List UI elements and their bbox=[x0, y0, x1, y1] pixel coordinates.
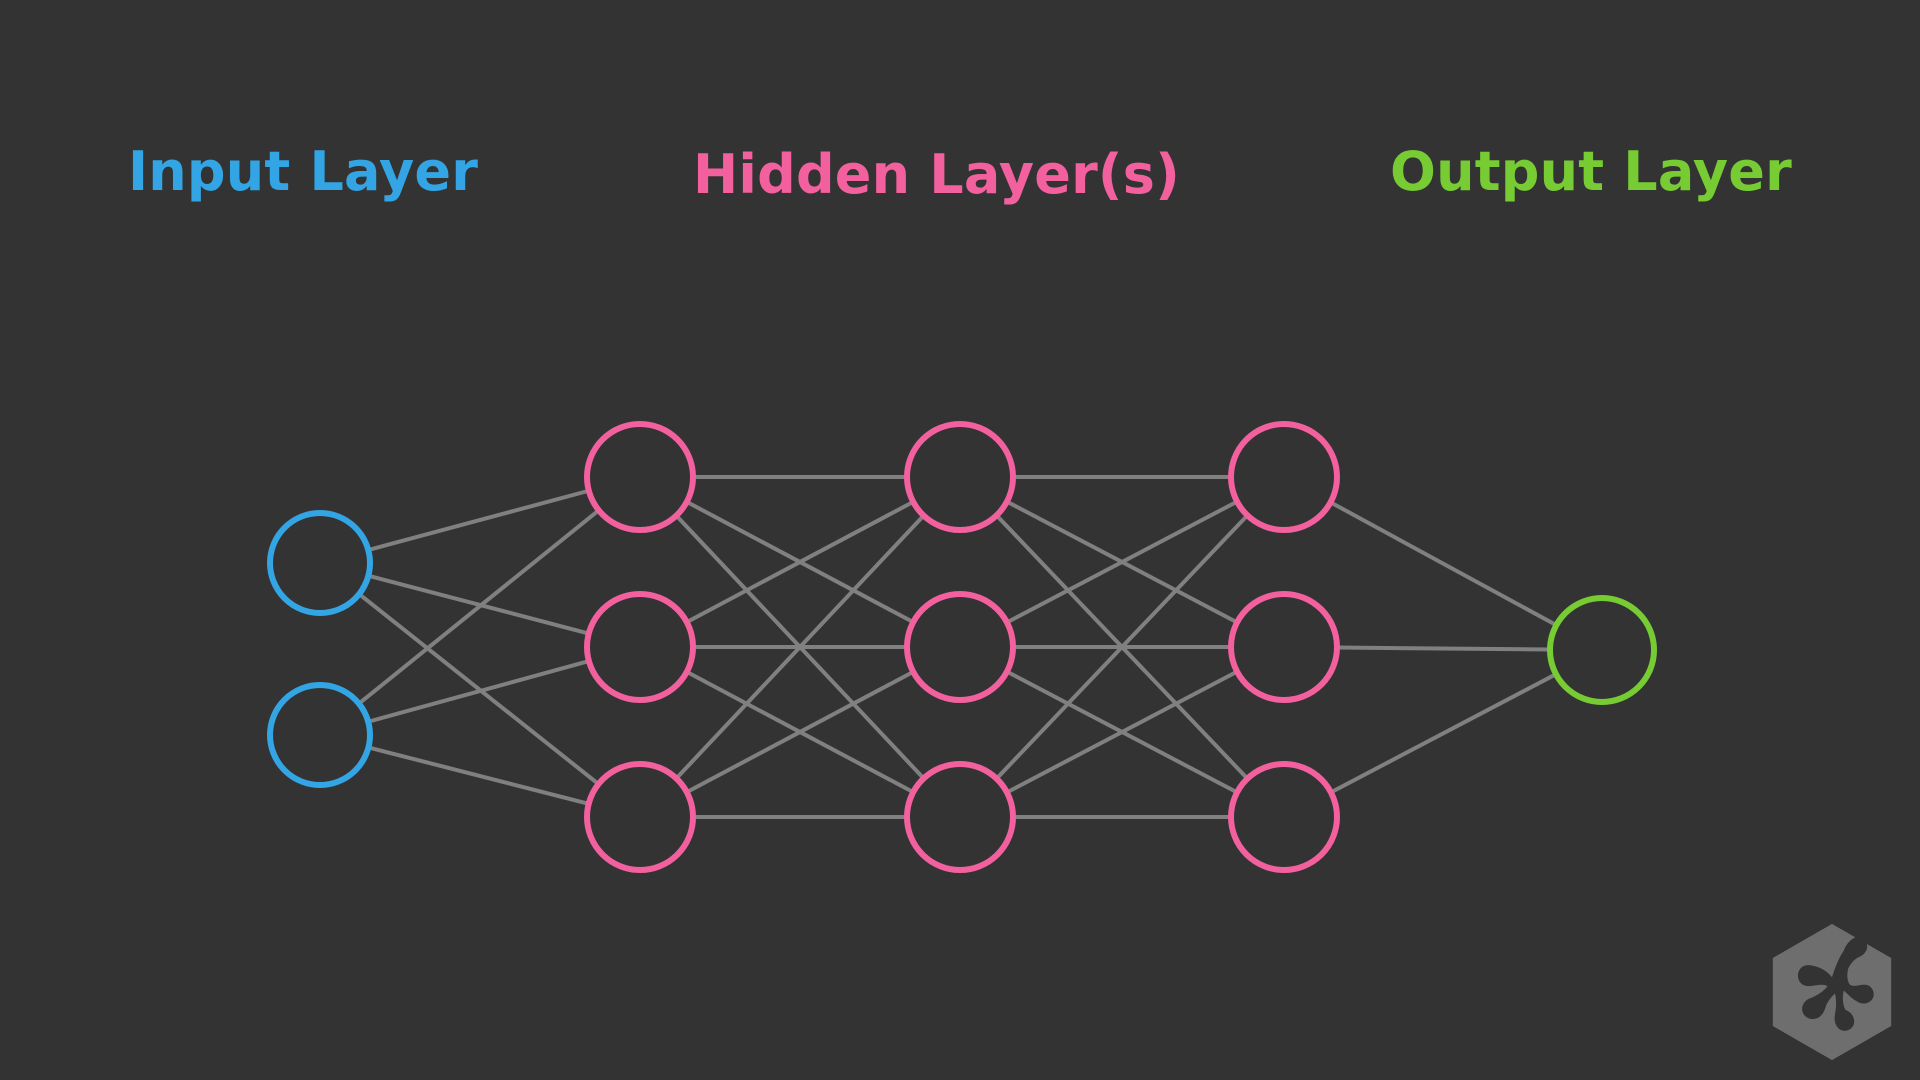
connection-edge bbox=[1329, 672, 1557, 795]
connection-edge bbox=[367, 488, 590, 552]
connection-edge bbox=[367, 659, 590, 724]
neuron-node-h3_3 bbox=[1228, 761, 1340, 873]
neuron-node-h1_3 bbox=[584, 761, 696, 873]
input-layer-label: Input Layer bbox=[128, 140, 479, 203]
connection-edge bbox=[1336, 645, 1551, 652]
connection-edge bbox=[357, 592, 600, 786]
neuron-node-h1_1 bbox=[584, 421, 696, 533]
neuron-node-h2_3 bbox=[904, 761, 1016, 873]
output-layer-label: Output Layer bbox=[1390, 140, 1792, 203]
neuron-node-i1 bbox=[267, 510, 373, 616]
hexagon-neuron-logo-icon bbox=[1772, 923, 1892, 1061]
dendrite-shape bbox=[1797, 937, 1874, 1031]
neuron-node-h2_2 bbox=[904, 591, 1016, 703]
neuron-node-i2 bbox=[267, 682, 373, 788]
hidden-layer-label: Hidden Layer(s) bbox=[693, 143, 1181, 206]
connection-edge bbox=[685, 670, 915, 794]
connection-edge bbox=[1006, 669, 1238, 795]
connection-edge bbox=[1329, 500, 1558, 627]
connection-edge bbox=[685, 500, 915, 624]
neuron-nodes bbox=[267, 421, 1657, 873]
connection-edge bbox=[1006, 499, 1238, 625]
neuron-node-h2_1 bbox=[904, 421, 1016, 533]
connection-edge bbox=[357, 508, 600, 706]
connection-edge bbox=[674, 514, 926, 780]
neuron-node-h3_2 bbox=[1228, 591, 1340, 703]
connection-edges bbox=[357, 475, 1558, 819]
connection-edge bbox=[367, 745, 590, 806]
neuron-node-h3_1 bbox=[1228, 421, 1340, 533]
connection-edge bbox=[995, 513, 1249, 781]
neuron-node-h1_2 bbox=[584, 591, 696, 703]
neuron-node-o1 bbox=[1547, 595, 1657, 705]
neuron-glyph bbox=[1797, 937, 1874, 1031]
